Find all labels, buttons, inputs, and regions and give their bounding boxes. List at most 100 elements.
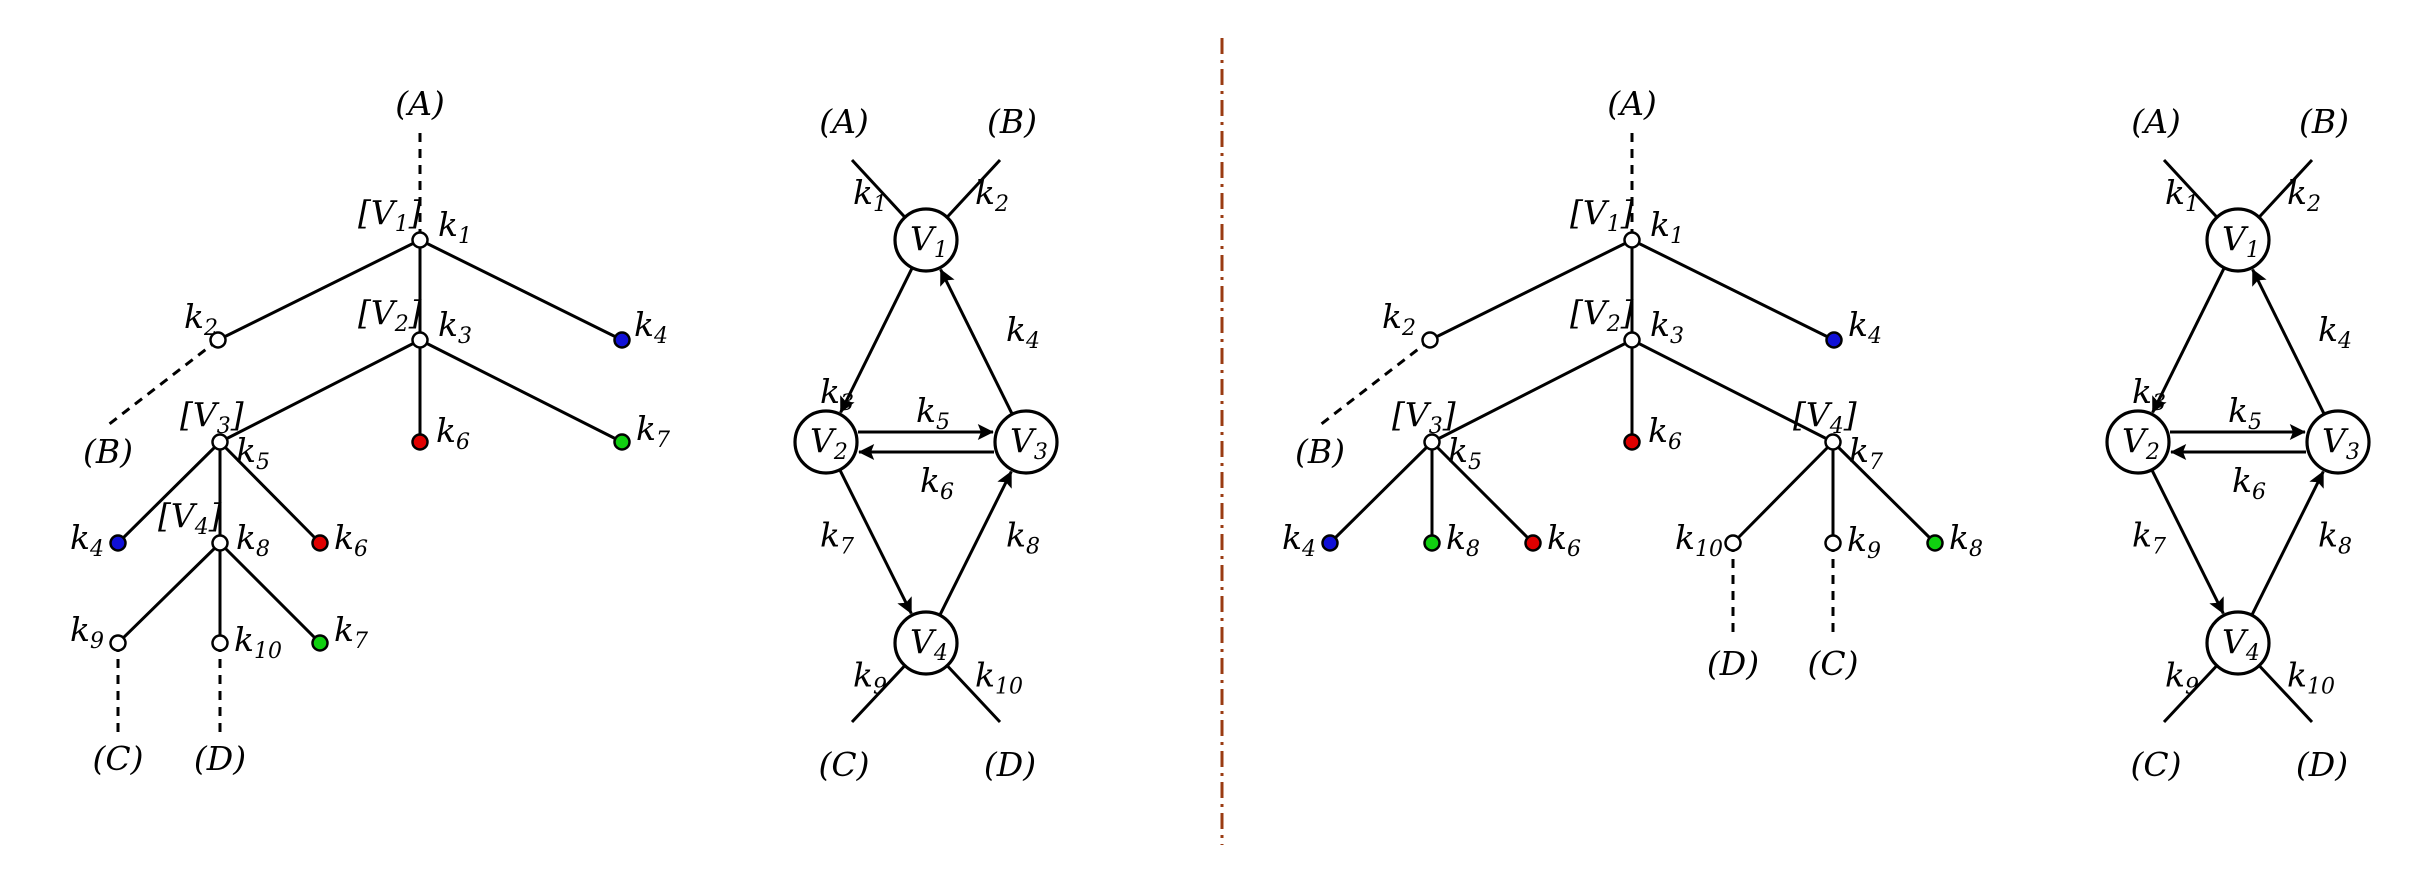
graph-1-external-C: (C) <box>819 745 870 784</box>
tree-2-label-k10: k10 <box>1675 518 1723 562</box>
graph-2-external-label-k9: k9 <box>2165 656 2199 700</box>
tree-2-label-k8: k8 <box>1446 518 1480 562</box>
graph-1-external-label-k1: k1 <box>853 173 887 217</box>
graph-1-arrow-k4 <box>939 268 1014 414</box>
tree-1-edge-V1-k4n <box>419 238 623 342</box>
graph-2-external-B: (B) <box>2299 102 2349 141</box>
tree-2-label-k3: k3 <box>1650 305 1684 349</box>
tree-1-label-k9: k9 <box>70 610 104 654</box>
tree-1-edge-V3-k6b <box>218 440 322 545</box>
tree-2-edge-V3-k4b <box>1328 440 1434 545</box>
tree-1-vertex-V2: [V2] <box>358 293 422 337</box>
graph-2-vertex-label-V1: V1 <box>2222 219 2260 263</box>
tree-1-node-k6n <box>411 433 429 451</box>
tree-1-vertex-V1: [V1] <box>358 193 422 237</box>
tree-2-label-k4: k4 <box>1282 518 1316 562</box>
tree-2-edge-V2-V4 <box>1631 338 1834 444</box>
graph-2-arrow-label-k3: k3 <box>2132 372 2166 416</box>
graph-1-vertex-label-V1: V1 <box>910 219 948 263</box>
graph-2-arrow-label-k6: k6 <box>2232 461 2266 505</box>
tree-1-label-k6: k6 <box>334 518 368 562</box>
graph-2-vertex-label-V4: V4 <box>2222 622 2260 666</box>
tree-2-label-k6: k6 <box>1648 411 1682 455</box>
tree-2-edge-V2-V3 <box>1431 338 1633 444</box>
tree-2-node-k6n <box>1623 433 1641 451</box>
tree-1-label-k1: k1 <box>438 205 472 249</box>
tree-1-label-k2: k2 <box>184 297 218 341</box>
graph-1-vertex-circle-V4 <box>893 610 959 676</box>
graph-2-external-C: (C) <box>2131 745 2182 784</box>
graph-2-external-line-B <box>2257 158 2314 219</box>
graph-2-external-label-k1: k1 <box>2165 173 2199 217</box>
tree-2-node-k6b <box>1524 534 1542 552</box>
graph-2-arrow-label-k7: k7 <box>2132 516 2166 560</box>
tree-2-node-k8h <box>1926 534 1944 552</box>
tree-1-node-k4b <box>109 534 127 552</box>
graph-1-arrow-label-k4: k4 <box>1006 310 1040 354</box>
tree-2-node-V2 <box>1623 331 1641 349</box>
tree-1-label-k7: k7 <box>636 409 670 453</box>
tree-1-vertex-V4: [V4] <box>158 496 222 540</box>
graph-2-vertex-circle-V4 <box>2205 610 2271 676</box>
graph-2-vertex-label-V2: V2 <box>2122 421 2160 465</box>
graph-1-external-line-A <box>850 158 907 219</box>
tree-1-edge-V4-k9n <box>116 541 222 645</box>
tree-2-external-C: (C) <box>1808 644 1859 683</box>
graph-1-arrow-k3 <box>839 268 914 414</box>
tree-2-node-k9n <box>1824 534 1842 552</box>
tree-1-node-V1 <box>411 231 429 249</box>
tree-1-vertex-V3: [V3] <box>180 395 244 439</box>
tree-1-label-k4: k4 <box>634 305 668 349</box>
tree-1-edge-V4-k7b <box>218 541 322 645</box>
tree-2-edge-k2n-B <box>1319 338 1431 427</box>
tree-1-node-k4n <box>613 331 631 349</box>
graph-2-arrow-k8 <box>2250 470 2325 616</box>
graph-1-external-D: (D) <box>984 745 1036 784</box>
graph-2-arrow-label-k5: k5 <box>2228 391 2262 435</box>
tree-2-vertex-V2: [V2] <box>1570 293 1634 337</box>
tree-2-vertex-V1: [V1] <box>1570 193 1634 237</box>
tree-2-node-V4 <box>1824 433 1842 451</box>
tree-2-edge-V4-k8h <box>1831 440 1937 545</box>
graph-1-external-line-C <box>850 664 906 724</box>
graph-1-vertex-circle-V3 <box>993 409 1059 475</box>
tree-2-external-A: (A) <box>1607 84 1657 123</box>
tree-2-external-B: (B) <box>1295 432 1345 471</box>
tree-2-vertex-V3: [V3] <box>1392 395 1456 439</box>
tree-1-edge-V3-k4b <box>116 440 222 545</box>
graph-1-external-label-k10: k10 <box>975 656 1023 700</box>
graph-1-vertex-circle-V2 <box>793 409 859 475</box>
graph-2-external-line-D <box>2258 664 2314 724</box>
tree-2-label-k7: k7 <box>1849 431 1883 475</box>
graph-2-external-D: (D) <box>2296 745 2348 784</box>
tree-1-edge-V2-V3 <box>219 338 421 444</box>
graph-1-arrow-label-k5: k5 <box>916 391 950 435</box>
graph-2-external-label-k2: k2 <box>2287 173 2321 217</box>
tree-2-node-k4b <box>1321 534 1339 552</box>
tree-2-node-V1 <box>1623 231 1641 249</box>
graph-1-vertex-circle-V1 <box>893 207 959 273</box>
tree-2-label-k5: k5 <box>1448 431 1482 475</box>
graph-2-arrow-k4 <box>2251 268 2326 414</box>
graph-1-vertex-label-V4: V4 <box>910 622 948 666</box>
graph-1-arrow-label-k8: k8 <box>1006 516 1040 560</box>
tree-1-node-k6b <box>311 534 329 552</box>
tree-2-vertex-V4: [V4] <box>1793 395 1857 439</box>
tree-2-label-k2: k2 <box>1382 297 1416 341</box>
tree-1-label-k6: k6 <box>436 411 470 455</box>
graph-1-external-label-k2: k2 <box>975 173 1009 217</box>
graph-2-vertex-label-V3: V3 <box>2322 421 2360 465</box>
graph-1-external-line-D <box>946 664 1002 724</box>
graph-1-arrow-label-k6: k6 <box>920 461 954 505</box>
tree-1-edge-V1-k2n <box>217 238 421 342</box>
tree-2-label-k6: k6 <box>1547 518 1581 562</box>
tree-1-node-k2n <box>209 331 227 349</box>
tree-1-label-k10: k10 <box>234 620 282 664</box>
graph-1-vertex-label-V2: V2 <box>810 421 848 465</box>
graph-1-arrow-k8 <box>938 470 1013 616</box>
tree-1-edge-k2n-B <box>107 338 219 427</box>
tree-2-edge-V3-k6b <box>1430 440 1535 545</box>
tree-1-label-k7: k7 <box>334 610 368 654</box>
graph-2-vertex-circle-V2 <box>2105 409 2171 475</box>
